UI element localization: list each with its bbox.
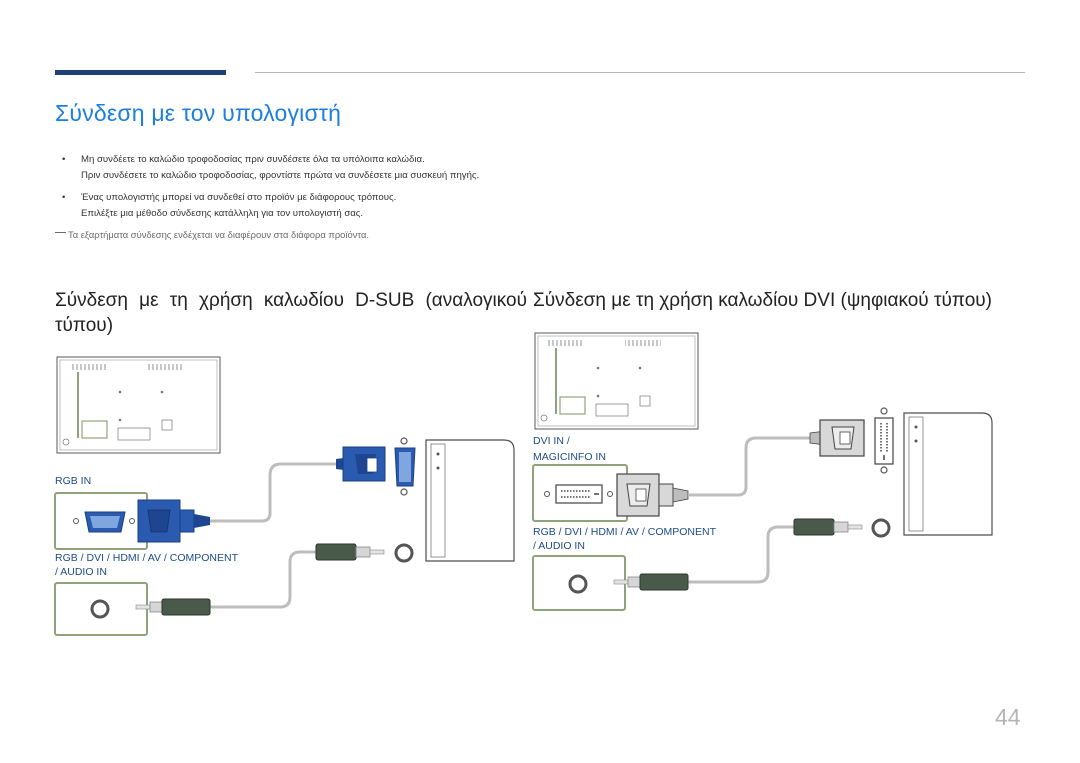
dvi-in-label-line: DVI IN / [533, 435, 570, 447]
dvi-cable-plug [616, 473, 689, 517]
bullet-line: Μη συνδέετε το καλώδιο τροφοδοσίας πριν … [81, 154, 425, 165]
pc-audio-jack-dsub [394, 543, 414, 563]
audio-plug-pc-end-dsub [315, 543, 385, 561]
audio-cable-dsub [210, 550, 316, 609]
audio-plug-monitor-end-dvi [613, 573, 689, 591]
note: Τα εξαρτήματα σύνδεσης ενδέχεται να διαφ… [55, 229, 369, 240]
monitor-back-panel-dsub [56, 356, 221, 454]
dvi-cable [688, 436, 810, 497]
dvi-cable-plug-pc-end [809, 419, 865, 457]
audio-plug-pc-end-dvi [793, 518, 863, 536]
bullet-line: Πριν συνδέσετε το καλώδιο τροφοδοσίας, φ… [81, 170, 480, 181]
audio-in-port-box-dsub [54, 582, 148, 636]
bullet-item: • Ένας υπολογιστής μπορεί να συνδεθεί στ… [62, 190, 582, 222]
section-heading-dsub: Σύνδεση με τη χρήση καλωδίου D-SUB (αναλ… [55, 290, 527, 336]
monitor-back-panel-dvi [534, 332, 699, 430]
pc-audio-jack-dvi [871, 518, 891, 538]
audio-in-port-box-dvi [532, 555, 626, 611]
note-text: Τα εξαρτήματα σύνδεσης ενδέχεται να διαφ… [68, 229, 369, 240]
bullet-line: Επιλέξτε μια μέθοδο σύνδεσης κατάλληλη γ… [81, 208, 364, 219]
pc-tower-dvi [903, 412, 993, 536]
bullet-item: • Μη συνδέετε το καλώδιο τροφοδοσίας πρι… [62, 152, 582, 184]
header-rule [255, 72, 1025, 73]
vga-cable [210, 462, 336, 523]
rgb-in-port-box [54, 492, 148, 550]
audio-cable-dvi [688, 525, 794, 584]
audio-in-label-line: RGB / DVI / HDMI / AV / COMPONENT [55, 552, 238, 564]
pc-vga-port [394, 437, 416, 496]
vga-cable-plug-pc-end [336, 446, 386, 482]
dvi-in-label-line: MAGICINFO IN [533, 451, 606, 463]
audio-in-label-line: RGB / DVI / HDMI / AV / COMPONENT [533, 526, 716, 538]
section-heading-dvi: Σύνδεση με τη χρήση καλωδίου DVI (ψηφιακ… [533, 290, 992, 311]
rgb-in-label: RGB IN [55, 475, 92, 487]
note-dash [55, 232, 66, 233]
header-accent-bar [55, 70, 226, 75]
dvi-in-label: DVI IN / MAGICINFO IN [533, 433, 606, 465]
pc-tower-dsub [425, 439, 515, 562]
audio-in-label-dvi: RGB / DVI / HDMI / AV / COMPONENT / AUDI… [533, 525, 716, 553]
bullet-marker: • [62, 154, 66, 165]
bullet-line: Ένας υπολογιστής μπορεί να συνδεθεί στο … [81, 192, 397, 203]
page-title: Σύνδεση με τον υπολογιστή [55, 100, 342, 126]
audio-in-label-line: / AUDIO IN [55, 566, 107, 578]
bullet-marker: • [62, 192, 66, 203]
page-number: 44 [995, 704, 1021, 730]
audio-plug-monitor-end-dsub [135, 598, 211, 616]
audio-in-label-dsub: RGB / DVI / HDMI / AV / COMPONENT / AUDI… [55, 551, 238, 579]
bullet-list: • Μη συνδέετε το καλώδιο τροφοδοσίας πρι… [62, 152, 582, 228]
audio-in-label-line: / AUDIO IN [533, 540, 585, 552]
pc-dvi-port [874, 407, 894, 474]
dvi-in-port-box [532, 464, 628, 522]
vga-cable-plug [137, 499, 210, 543]
